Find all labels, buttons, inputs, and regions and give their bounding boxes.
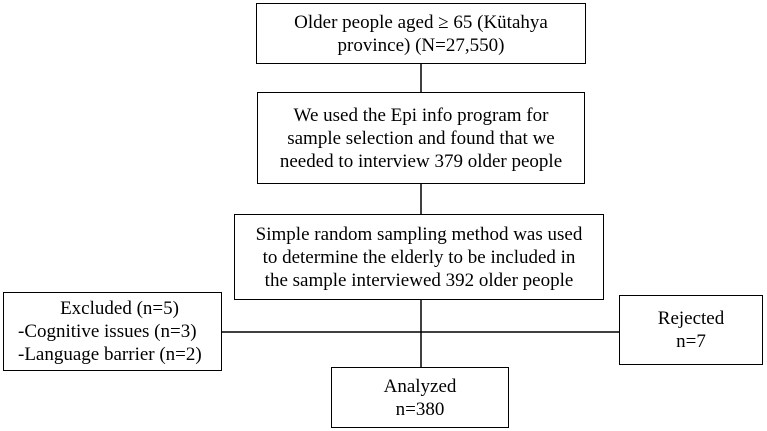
- sampling-line-3: the sample interviewed 392 older people: [264, 269, 574, 291]
- rejected-line-1: Rejected: [657, 308, 725, 329]
- rejected-line-2: n=7: [676, 331, 706, 352]
- excluded-box: Excluded (n=5) -Cognitive issues (n=3) -…: [3, 292, 222, 371]
- excluded-line-2: -Cognitive issues (n=3): [18, 321, 197, 342]
- sample-size-line-1: We used the Epi info program for: [293, 104, 549, 126]
- sample-size-line-2: sample selection and found that we: [287, 127, 555, 149]
- analyzed-line-2: n=380: [395, 398, 445, 420]
- sample-size-box: We used the Epi info program for sample …: [257, 92, 585, 184]
- excluded-line-3: -Language barrier (n=2): [18, 344, 202, 365]
- population-box: Older people aged ≥ 65 (Kütahya province…: [256, 3, 586, 64]
- excluded-title: Excluded (n=5): [60, 298, 179, 319]
- analyzed-line-1: Analyzed: [383, 375, 457, 397]
- rejected-box: Rejected n=7: [619, 295, 763, 365]
- population-line-1: Older people aged ≥ 65 (Kütahya: [294, 11, 548, 33]
- sample-size-line-3: needed to interview 379 older people: [279, 150, 563, 172]
- sampling-box: Simple random sampling method was used t…: [234, 214, 604, 300]
- analyzed-box: Analyzed n=380: [331, 367, 509, 428]
- sampling-line-1: Simple random sampling method was used: [255, 223, 583, 245]
- population-line-2: province) (N=27,550): [337, 34, 505, 56]
- sampling-line-2: to determine the elderly to be included …: [262, 246, 576, 268]
